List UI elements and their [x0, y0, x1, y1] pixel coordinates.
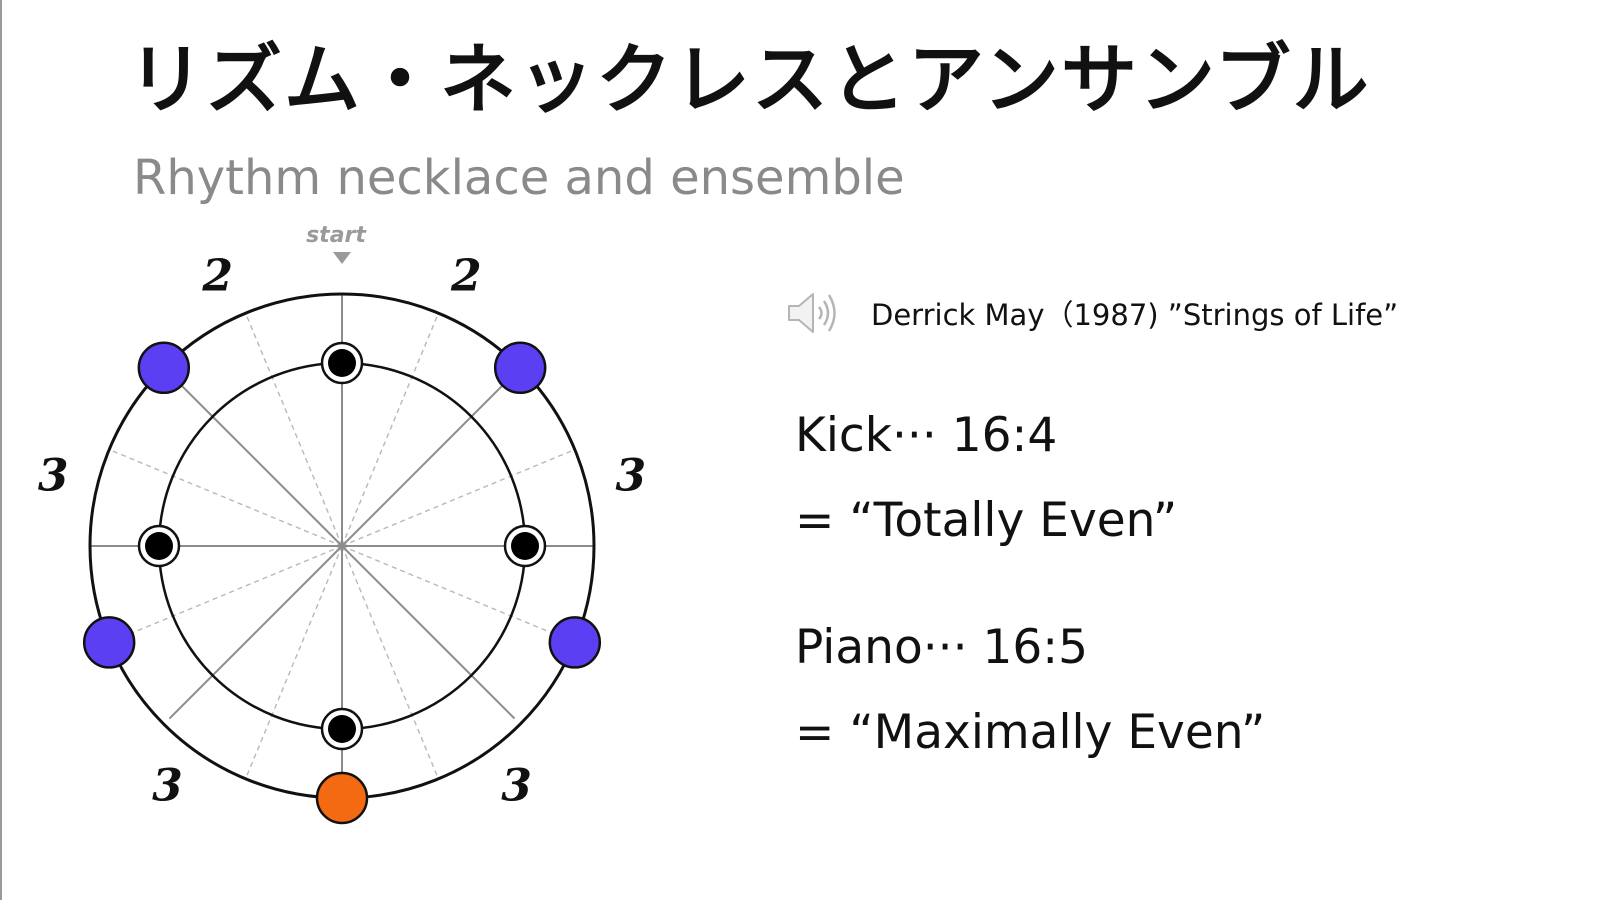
piano-beat-dot	[548, 616, 602, 669]
speaker-icon[interactable]	[785, 288, 841, 338]
kick-beat-dot	[145, 532, 173, 560]
start-arrow-icon	[333, 252, 351, 264]
major-spoke	[341, 372, 516, 547]
interval-label: 3	[152, 760, 183, 811]
piano-beat-dot	[493, 341, 547, 395]
interval-label: 2	[201, 250, 233, 301]
song-caption: Derrick May（1987) ”Strings of Life”	[871, 298, 1399, 332]
start-label: start	[306, 223, 367, 248]
piano-description: = “Maximally Even”	[795, 705, 1266, 760]
major-spokes	[90, 294, 594, 798]
major-spoke	[168, 372, 343, 547]
interval-label: 3	[615, 451, 646, 502]
audio-caption-row: Derrick May（1987) ”Strings of Life”	[785, 288, 1398, 338]
piano-beat-dot	[82, 616, 136, 669]
start-marker: start	[306, 223, 367, 264]
kick-beat-dot	[328, 349, 356, 377]
kick-description: = “Totally Even”	[795, 493, 1178, 548]
major-spoke	[341, 545, 516, 720]
slide-subtitle: Rhythm necklace and ensemble	[133, 150, 905, 206]
rhythm-necklace-diagram: start 2 2 3 3 3 3	[38, 223, 646, 825]
shared-beat-dot	[315, 771, 369, 825]
slide-left-edge	[0, 0, 2, 900]
interval-label: 2	[450, 250, 482, 301]
piano-beat-dot	[137, 341, 191, 395]
major-spoke	[168, 545, 343, 720]
interval-labels: 2 2 3 3 3 3	[38, 250, 646, 811]
kick-label: Kick··· 16:4	[795, 408, 1058, 463]
beat-dots	[82, 341, 602, 825]
interval-label: 3	[501, 760, 532, 811]
kick-beat-dot	[328, 715, 356, 743]
kick-beat-dot	[511, 532, 539, 560]
piano-label: Piano··· 16:5	[795, 620, 1089, 675]
interval-label: 3	[38, 451, 69, 502]
slide-title: リズム・ネックレスとアンサンブル	[128, 35, 1371, 124]
